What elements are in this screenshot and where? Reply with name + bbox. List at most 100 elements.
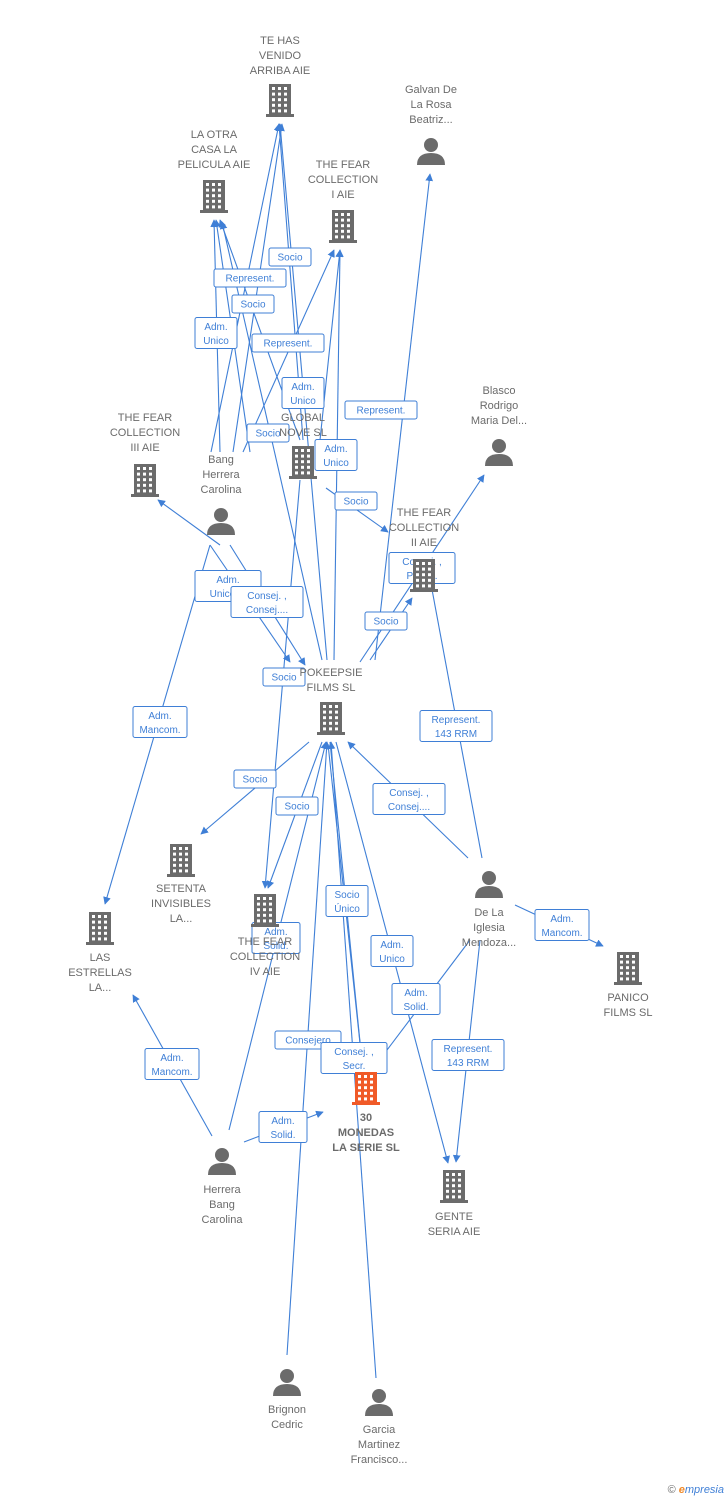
node-garcia[interactable]: GarciaMartinezFrancisco... [351,1389,408,1466]
edge-label-l16[interactable]: Adm.Mancom. [132,706,188,738]
edge-label-l29[interactable]: Adm. Mancom. [144,1048,200,1080]
edge-label-l23[interactable]: Adm.Unico [370,935,414,967]
edge-label-text: Represent. [432,715,481,726]
edge-label-l7[interactable]: Represent. [344,400,418,420]
node-estrellas[interactable]: LASESTRELLASLA... [68,912,132,994]
node-label-line: Iglesia [473,922,506,934]
edge-label-text: 143 RRM [435,729,477,740]
edge-label-text: Adm. [204,322,227,333]
edge-label-text: Consej. , [334,1047,373,1058]
edge-label-l25[interactable]: Adm.Solid. [391,983,441,1015]
edge-label-l19[interactable]: Consej. ,Consej.... [372,783,446,815]
node-label-line: FILMS SL [307,682,356,694]
company-building-icon [131,464,159,497]
edge-label-text: Solid. [403,1002,428,1013]
edge-label-l14[interactable]: Socio [364,611,408,631]
edge-label-l18[interactable]: Socio [233,769,277,789]
node-label-line: Blasco [482,385,515,397]
edge-label-l17[interactable]: Represent. 143 RRM [419,710,493,742]
node-setenta[interactable]: SETENTAINVISIBLESLA... [151,844,211,925]
edge-label-text: Unico [203,336,229,347]
edge-label-l6[interactable]: Adm.Unico [281,377,325,409]
edge-label-l5[interactable]: Represent. [251,333,325,353]
node-delaiglesia[interactable]: De La IglesiaMendoza... [462,871,516,949]
person-icon [475,871,503,898]
edge-label-l3[interactable]: Socio [231,294,275,314]
node-label-line: GLOBAL [281,412,325,424]
company-building-icon [167,844,195,877]
edge-label-l27[interactable]: Consej. , Secr. [320,1042,388,1074]
edge-label-text: Socio [373,617,398,628]
edge-label-l4[interactable]: Adm. Unico [194,317,238,349]
edge-label-l15[interactable]: Socio [262,667,306,687]
node-label-line: THE FEAR [316,159,370,171]
copyright-symbol: © [667,1484,676,1496]
edge-label-text: Mancom. [151,1067,192,1078]
node-label-line: FILMS SL [604,1007,653,1019]
node-label-line: Brignon [268,1404,306,1416]
edge-label-text: Socio [240,300,265,311]
edge-label-l9[interactable]: Adm.Unico [314,439,358,471]
node-label-line: Mendoza... [462,937,516,949]
person-icon [417,138,445,165]
edge-18 [157,499,221,546]
edge-label-text: Represent. [226,274,275,285]
edge-label-text: Consejero [285,1036,331,1047]
edge-label-text: Unico [323,458,349,469]
edge-label-text: Adm. [264,927,287,938]
company-building-icon [86,912,114,945]
edge-label-l2[interactable]: Represent. [213,268,287,288]
edge-label-l1[interactable]: Socio [268,247,312,267]
company-building-icon [317,702,345,735]
node-label-line: Francisco... [351,1454,408,1466]
node-label-line: COLLECTION [230,951,300,963]
person-icon [365,1389,393,1416]
node-label-line: Cedric [271,1419,303,1431]
edge-label-l30[interactable]: Adm.Solid. [258,1111,308,1143]
node-label-line: Galvan De [405,84,457,96]
edge-label-l13[interactable]: Consej. ,Consej.... [230,586,304,618]
person-icon [208,1148,236,1175]
node-label-line: III AIE [130,442,159,454]
edge-label-l8[interactable]: Socio [246,423,290,443]
node-label-line: SETENTA [156,883,207,895]
node-label-line: LAS [90,952,111,964]
node-label-line: COLLECTION [389,522,459,534]
edge-label-text: Solid. [263,941,288,952]
edge-label-text: Único [334,902,360,915]
node-label-line: Beatriz... [409,114,452,126]
edge-label-text: Secr. [343,1061,366,1072]
brand-watermark: ©empresia [668,1484,724,1496]
edge-label-text: Adm. [148,711,171,722]
edge-label-text: Consej.... [246,605,288,616]
node-label-line: De La [474,907,504,919]
edge-label-l20[interactable]: Socio [275,796,319,816]
edge-label-l24[interactable]: Adm.Mancom. [534,909,590,941]
edge-label-l28[interactable]: Represent.143 RRM [431,1039,505,1071]
edge-label-l10[interactable]: Socio [334,491,378,511]
edge-label-text: Adm. [550,914,573,925]
company-building-icon [614,952,642,985]
node-label-line: ARRIBA AIE [250,65,311,77]
edge-label-text: Adm. [160,1053,183,1064]
node-label-line: CASA LA [191,144,238,156]
